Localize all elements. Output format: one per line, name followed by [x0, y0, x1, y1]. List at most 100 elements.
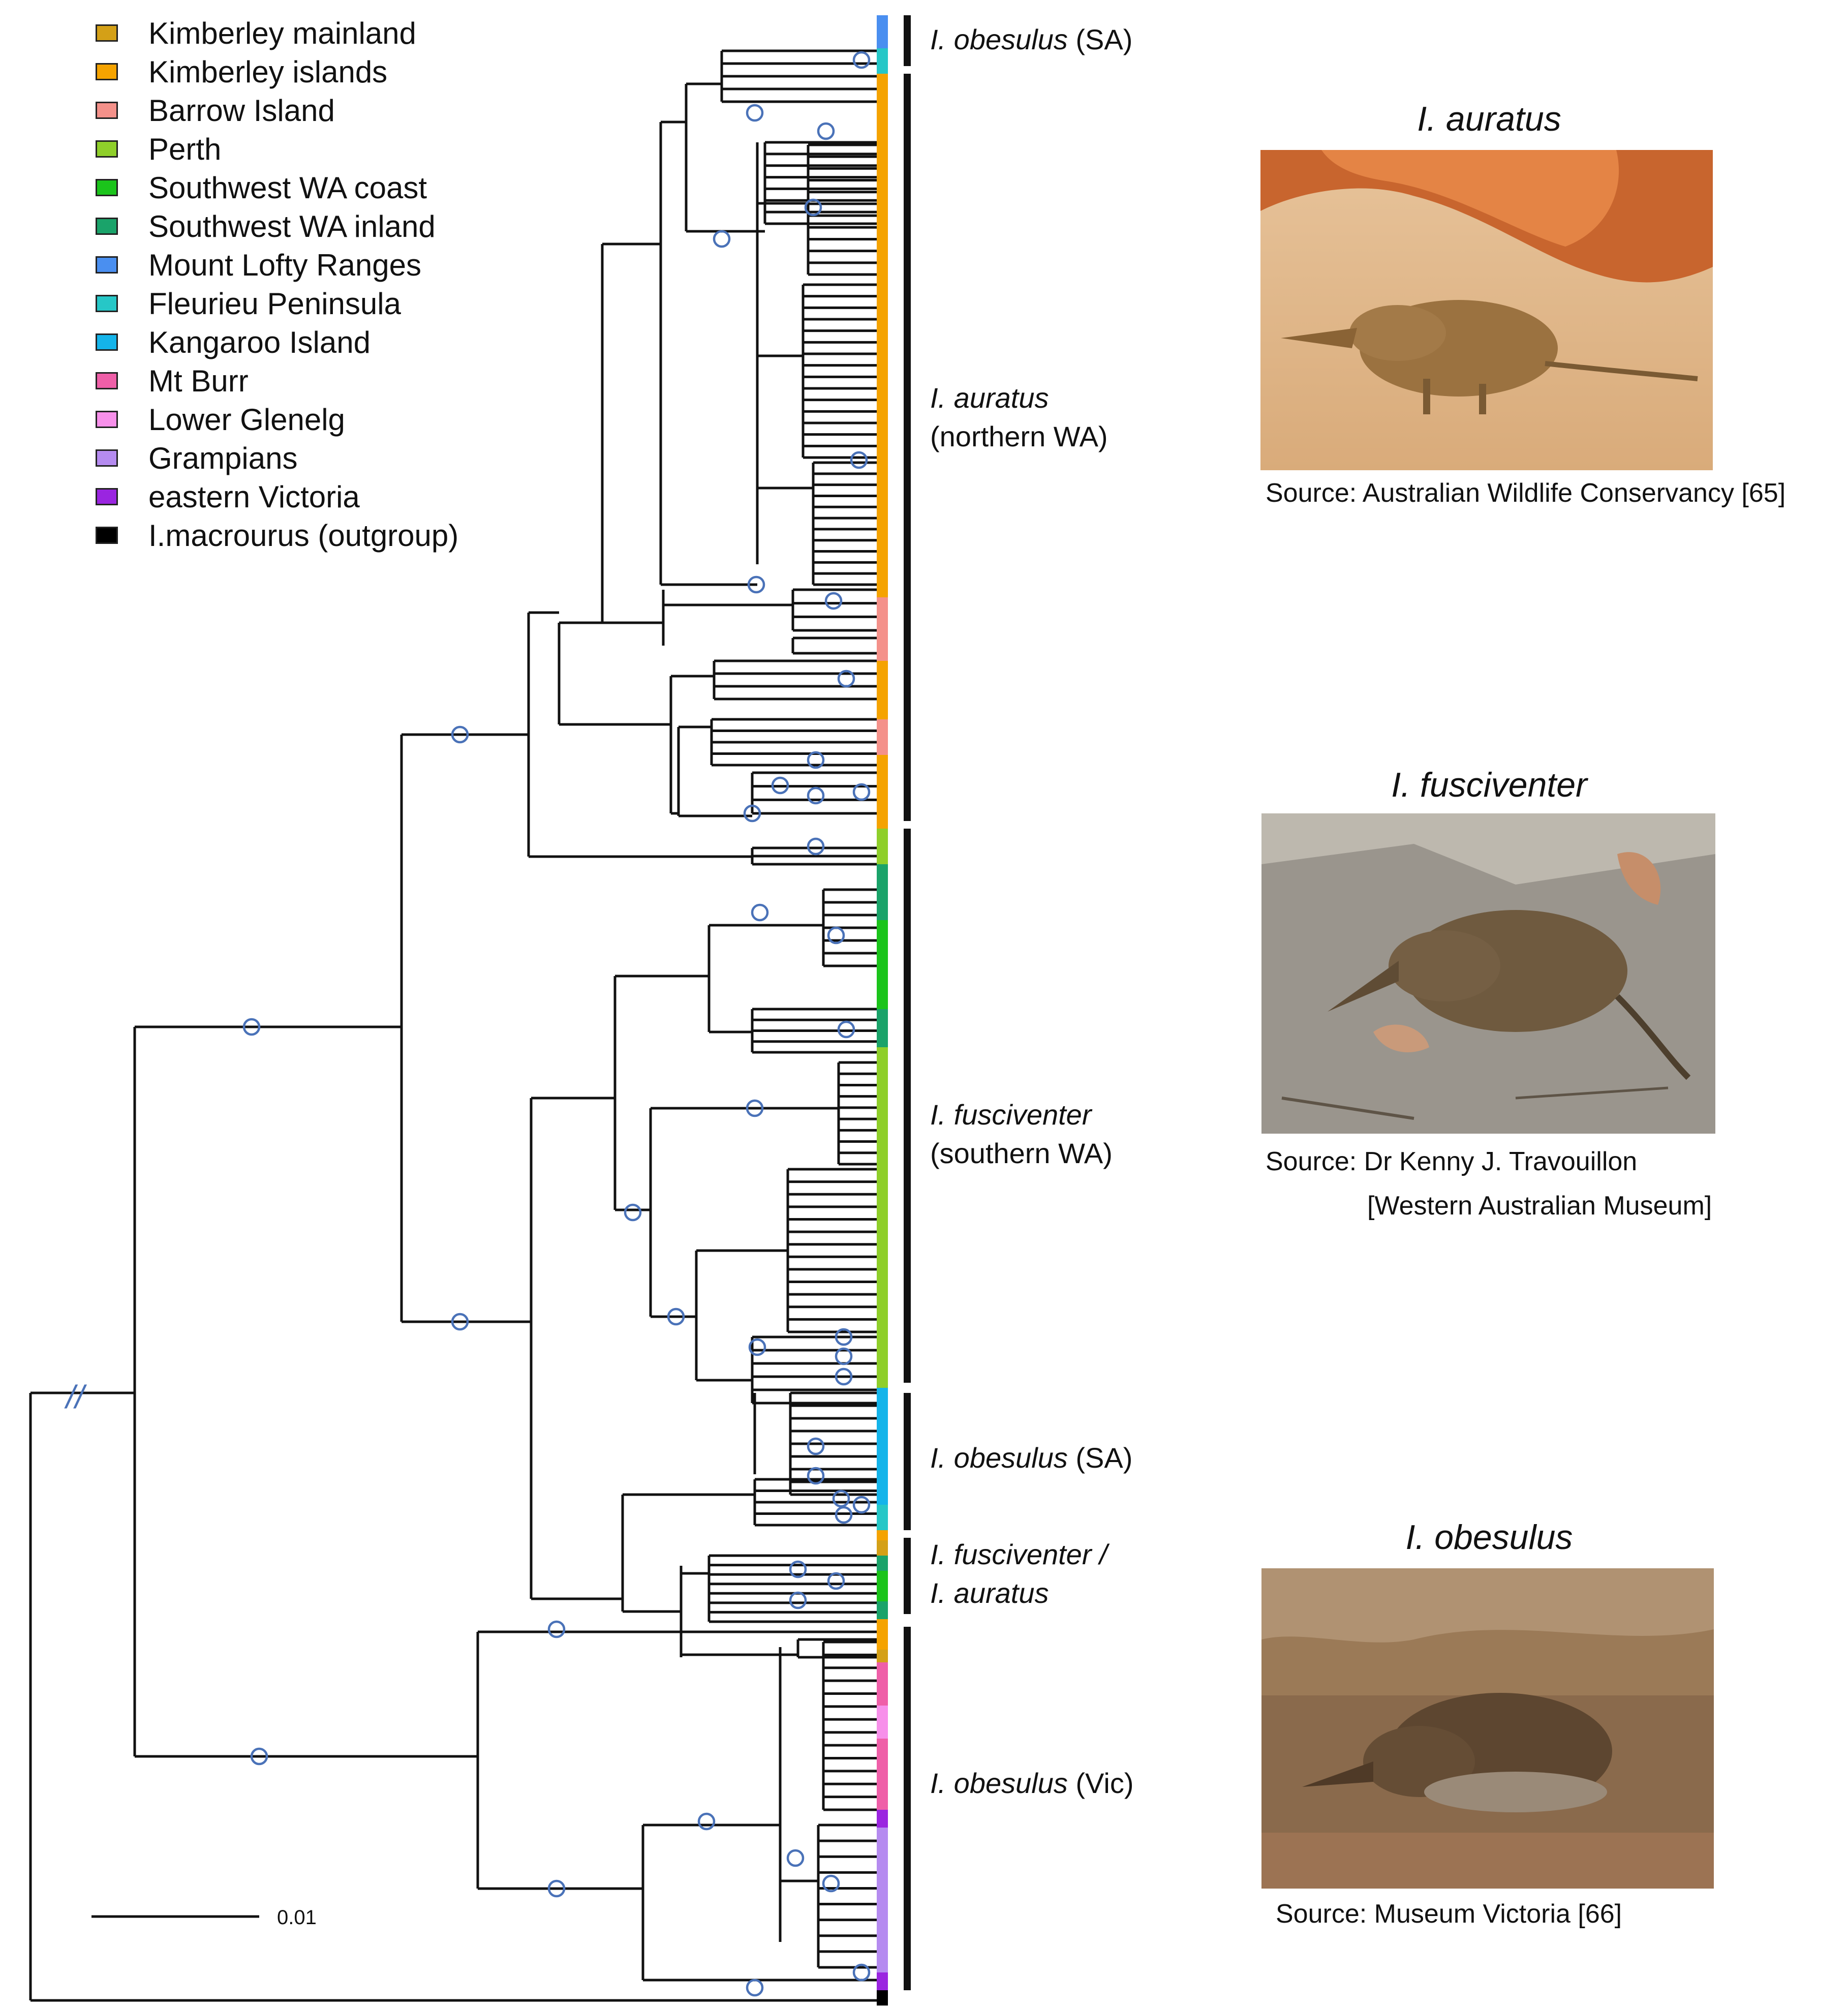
support-nodes — [242, 51, 871, 1997]
support-node — [786, 1849, 805, 1867]
legend-label: Kimberley islands — [148, 55, 388, 89]
support-node — [835, 1347, 853, 1365]
legend-label: Mt Burr — [148, 364, 249, 398]
region-color-band — [877, 1556, 888, 1571]
clade-bar — [904, 829, 911, 1383]
legend-label: Fleurieu Peninsula — [148, 287, 401, 321]
support-node — [852, 1963, 871, 1982]
legend-swatch — [96, 102, 118, 119]
support-node — [547, 1879, 566, 1898]
support-node — [242, 1018, 261, 1036]
clade-bar — [904, 1538, 911, 1614]
support-node — [835, 1506, 853, 1524]
support-node — [667, 1308, 685, 1326]
legend-label: Kimberley mainland — [148, 16, 416, 50]
photo-auratus — [1260, 150, 1713, 470]
support-node — [827, 1572, 845, 1590]
photo-title-obesulus: I. obesulus — [1405, 1518, 1573, 1557]
support-node — [250, 1747, 268, 1766]
clade-bars — [904, 15, 911, 1990]
legend-swatch — [96, 218, 118, 235]
region-color-band — [877, 48, 888, 74]
support-node — [789, 1560, 807, 1578]
support-node — [832, 1490, 850, 1508]
region-color-band — [877, 829, 888, 864]
support-node — [747, 575, 765, 594]
support-node — [751, 903, 769, 922]
legend-label: Southwest WA coast — [148, 171, 427, 205]
photo-credit-fusciventer-line1: Source: Dr Kenny J. Travouillon — [1266, 1147, 1638, 1176]
support-node — [822, 1874, 840, 1893]
legend-label: Lower Glenelg — [148, 403, 345, 437]
legend-swatch — [96, 24, 118, 42]
support-node — [746, 1979, 764, 1997]
support-node — [748, 1338, 766, 1356]
clade-label-fusciventer: I. fusciventer (southern WA) — [930, 1099, 1113, 1169]
support-node — [817, 122, 835, 140]
clade-bar — [904, 1393, 911, 1530]
support-node — [824, 592, 843, 610]
region-color-band — [877, 864, 888, 920]
legend-swatch — [96, 488, 118, 505]
legend-swatch — [96, 256, 118, 273]
support-node — [850, 451, 868, 469]
region-color-band — [877, 1619, 888, 1650]
region-color-band — [877, 1662, 888, 1706]
region-color-band — [877, 1047, 888, 1388]
legend-swatch — [96, 527, 118, 544]
clade-label-obesulus-sa: I. obesulus (SA) — [930, 1442, 1133, 1474]
support-node — [807, 751, 825, 769]
photo-title-auratus: I. auratus — [1417, 100, 1561, 138]
region-color-band — [877, 1530, 888, 1540]
region-color-band — [877, 1706, 888, 1739]
legend-label: Barrow Island — [148, 94, 335, 128]
region-color-band — [877, 597, 888, 661]
support-node — [835, 1367, 853, 1386]
support-node — [746, 1099, 764, 1117]
support-node — [807, 1467, 825, 1485]
support-node — [624, 1203, 642, 1222]
legend-label: Southwest WA inland — [148, 209, 436, 244]
region-color-band — [877, 661, 888, 719]
legend-swatch — [96, 63, 118, 80]
scale-bar-label: 0.01 — [277, 1906, 317, 1929]
region-color-band — [877, 1739, 888, 1810]
legend-swatch — [96, 333, 118, 351]
region-color-band — [877, 15, 888, 48]
region-color-band — [877, 1810, 888, 1828]
branch-break-mark: // — [64, 1379, 87, 1415]
support-node — [835, 1328, 853, 1346]
support-node — [804, 198, 822, 217]
legend-swatch — [96, 179, 118, 196]
support-node — [807, 786, 825, 805]
legend-swatch — [96, 295, 118, 312]
legend-label: Mount Lofty Ranges — [148, 248, 421, 282]
support-node — [852, 1496, 871, 1514]
clade-label-fusciventer-auratus: I. fusciventer / I. auratus — [930, 1538, 1107, 1609]
support-node — [807, 837, 825, 856]
support-node — [837, 1020, 855, 1039]
region-color-band — [877, 1540, 888, 1556]
region-color-band — [877, 1650, 888, 1662]
photo-fusciventer — [1261, 813, 1715, 1134]
tree-branches — [29, 49, 877, 2002]
legend-label: Grampians — [148, 441, 298, 475]
region-color-band — [877, 1601, 888, 1619]
support-node — [852, 51, 871, 69]
photo-credit-obesulus: Source: Museum Victoria [66] — [1276, 1899, 1622, 1929]
clade-label-auratus: I. auratus (northern WA) — [930, 382, 1108, 452]
clade-bar — [904, 15, 911, 66]
photo-obesulus — [1261, 1568, 1714, 1889]
support-node — [743, 804, 761, 823]
clade-bar — [904, 1627, 911, 1990]
legend-label: eastern Victoria — [148, 480, 360, 514]
region-color-band — [877, 755, 888, 829]
clade-label-obesulus-vic: I. obesulus (Vic) — [930, 1767, 1134, 1799]
region-color-band — [877, 1009, 888, 1047]
photo-title-fusciventer: I. fusciventer — [1391, 766, 1587, 804]
support-node — [827, 926, 845, 945]
support-node — [771, 776, 789, 795]
support-node — [746, 104, 764, 122]
legend-swatch — [96, 411, 118, 428]
